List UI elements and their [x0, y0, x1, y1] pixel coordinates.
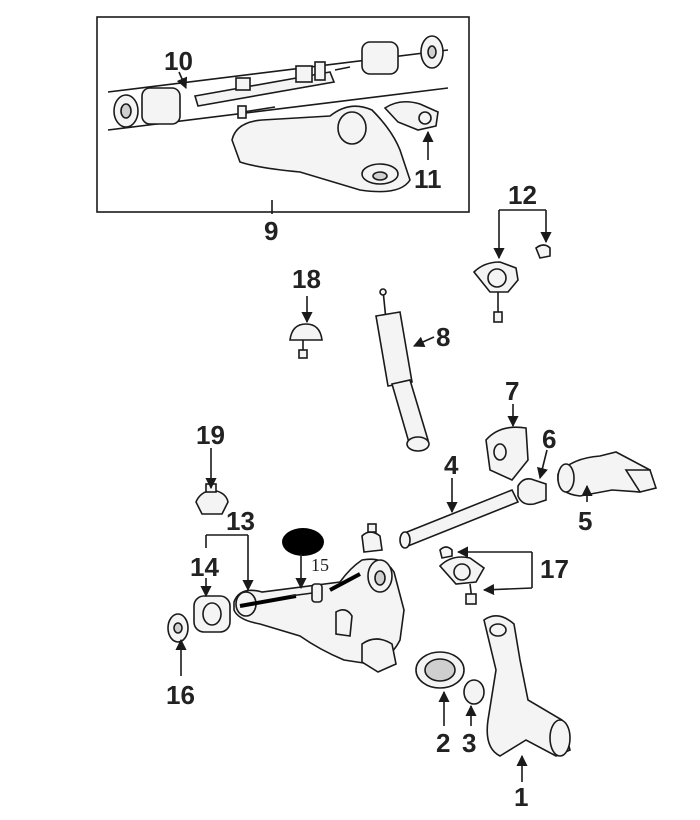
part-1-knuckle: [483, 615, 571, 757]
lower-control-arm: [233, 523, 405, 673]
callout-5: 5: [578, 506, 592, 536]
part-7-bracket: [485, 426, 529, 481]
part-16-washer: [167, 613, 189, 643]
part-4-shaft: [399, 488, 520, 549]
callout-14: 14: [190, 552, 219, 582]
part-12-ball-joint: [472, 244, 551, 323]
part-5-housing: [557, 451, 658, 497]
part-17-ball-joint: [438, 546, 486, 605]
redaction-oval: [282, 528, 324, 556]
callout-6: 6: [542, 424, 556, 454]
part-8-shock-absorber: [375, 288, 430, 452]
callout-17: 17: [540, 554, 569, 584]
callout-10: 10: [164, 46, 193, 76]
callout-11: 11: [414, 164, 442, 194]
callout-19: 19: [196, 420, 225, 450]
callout-7: 7: [505, 376, 519, 406]
callout-16: 16: [166, 680, 195, 710]
part-19-mount: [195, 483, 229, 515]
callout-2: 2: [436, 728, 450, 758]
callout-13: 13: [226, 506, 255, 536]
callout-8: 8: [436, 322, 450, 352]
part-14-bushing: [193, 595, 231, 633]
part-18-bumper: [289, 323, 323, 359]
upper-arm-assembly-box: [96, 16, 470, 213]
callout-9: 9: [264, 216, 278, 246]
part-6-boot: [517, 478, 547, 506]
leader-lines: [175, 71, 593, 782]
callout-1: 1: [514, 782, 528, 812]
callout-15: 15: [311, 555, 329, 575]
part-2-seal: [415, 651, 465, 689]
callout-18: 18: [292, 264, 321, 294]
part-3-bushing: [463, 679, 485, 705]
callout-12: 12: [508, 180, 537, 210]
callout-4: 4: [444, 450, 459, 480]
callout-3: 3: [462, 728, 476, 758]
callouts: 1 2 3 4 5 6 7 8 9 10 11 12 13 14 15 16 1…: [164, 46, 592, 812]
